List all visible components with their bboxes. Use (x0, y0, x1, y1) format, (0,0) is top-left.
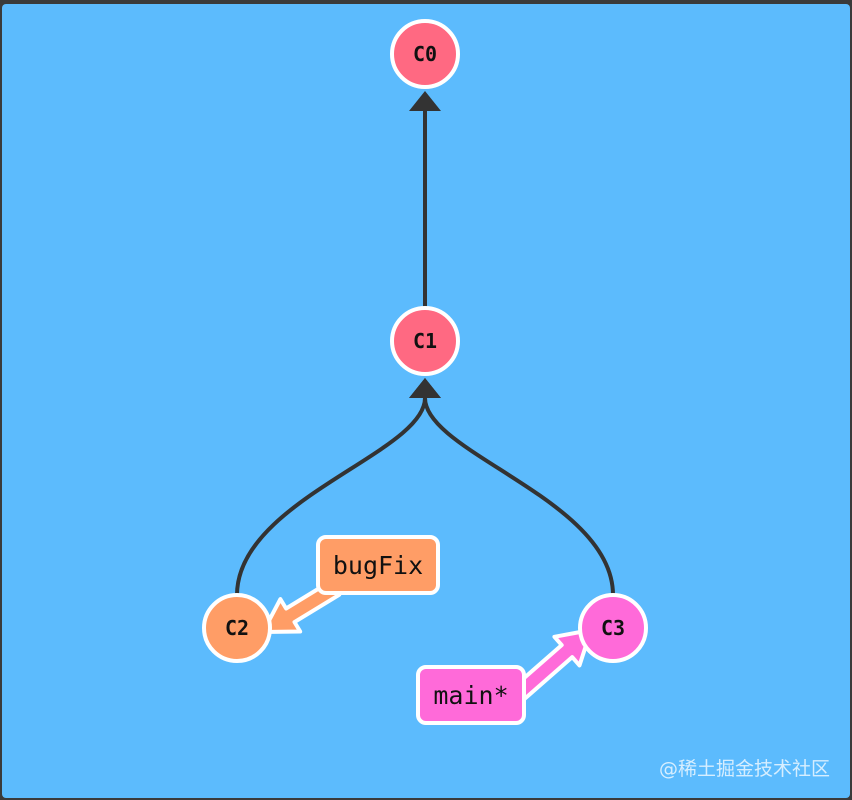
edges-layer (235, 91, 615, 596)
branch-bugFix-label: bugFix (333, 551, 423, 580)
branch-bugFix-pointer (261, 579, 342, 634)
commit-C2-label: C2 (225, 616, 249, 640)
branch-main-label: main* (433, 681, 508, 710)
branches-layer: bugFix main* (261, 535, 593, 725)
commit-C0[interactable]: C0 (390, 19, 460, 89)
commit-C3[interactable]: C3 (578, 593, 648, 663)
commit-C3-node (578, 593, 648, 663)
branch-main[interactable]: main* (416, 628, 593, 725)
commit-C0-label: C0 (413, 42, 437, 66)
commit-C1-node (390, 306, 460, 376)
branch-bugFix[interactable]: bugFix (261, 535, 440, 634)
commit-C1[interactable]: C1 (390, 306, 460, 376)
commit-C3-label: C3 (601, 616, 625, 640)
commit-C2-node (202, 593, 272, 663)
branch-main-box (416, 665, 526, 725)
commit-C1-label: C1 (413, 329, 437, 353)
commit-C2[interactable]: C2 (202, 593, 272, 663)
arrowhead-C3-C1 (409, 378, 441, 398)
arrowhead-C1-C0 (409, 91, 441, 111)
branch-bugFix-box (316, 535, 440, 595)
edge-C2-C1 (235, 397, 427, 596)
edge-C3-C1 (423, 397, 615, 596)
watermark-text: @稀土掘金技术社区 (659, 758, 830, 780)
commit-C0-node (390, 19, 460, 89)
